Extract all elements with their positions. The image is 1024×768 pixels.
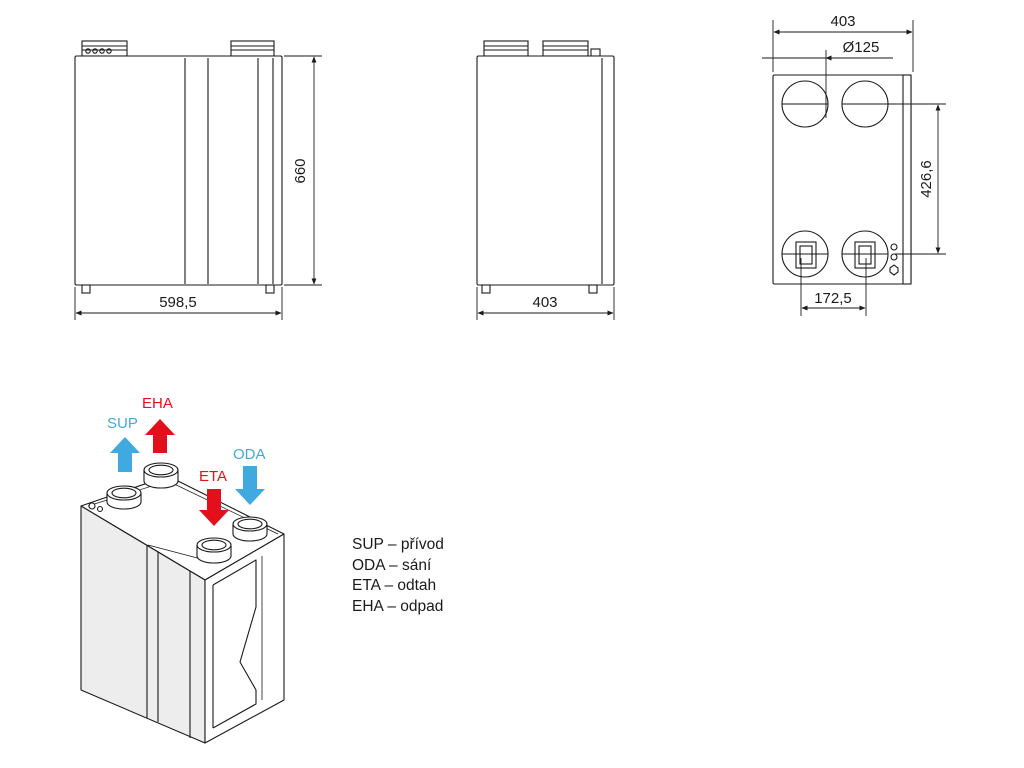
top-width-label: 403 xyxy=(830,13,855,30)
oda-label: ODA xyxy=(233,446,266,463)
top-fitting-hex xyxy=(889,264,899,276)
iso-stub-eha xyxy=(143,462,179,489)
legend-item-eta: ETA – odtah xyxy=(352,577,437,594)
iso-stub-eta xyxy=(196,537,232,564)
legend-item-oda: ODA – sání xyxy=(352,556,432,574)
legend-item-sup: SUP – přívod xyxy=(352,536,444,553)
top-fitting-1 xyxy=(890,243,898,251)
duct-diameter-dimension xyxy=(762,50,893,118)
top-view xyxy=(772,74,912,285)
side-foot-right xyxy=(588,284,598,294)
top-fitting-2 xyxy=(890,253,898,261)
legend-item-eha: EHA – odpad xyxy=(352,597,444,615)
front-height-label: 660 xyxy=(292,158,309,183)
duct-vertical-spacing-label: 426,6 xyxy=(918,160,935,198)
oda-arrow-icon xyxy=(235,466,265,505)
duct-horizontal-spacing-dimension xyxy=(800,258,867,316)
front-foot-right xyxy=(265,284,275,294)
iso-stub-oda xyxy=(232,516,268,542)
top-duct-lower-left xyxy=(781,230,829,278)
front-width-dimension xyxy=(74,287,283,320)
front-view xyxy=(74,40,283,294)
side-view xyxy=(476,40,615,294)
side-width-dimension xyxy=(476,287,615,320)
eta-arrow-icon xyxy=(199,489,229,526)
front-top-stub-right xyxy=(230,40,275,57)
front-height-dimension xyxy=(284,55,322,286)
front-body xyxy=(74,55,283,286)
iso-right-face xyxy=(204,533,285,744)
eha-label: EHA xyxy=(142,395,173,412)
side-valve xyxy=(590,48,601,57)
sup-label: SUP xyxy=(107,415,138,432)
duct-diameter-label: Ø125 xyxy=(843,39,880,56)
side-top-stub-right xyxy=(542,40,589,57)
eta-label: ETA xyxy=(199,468,227,485)
side-top-stub-left xyxy=(483,40,529,57)
front-foot-left xyxy=(81,284,91,294)
isometric-view xyxy=(80,475,285,744)
duct-horizontal-spacing-label: 172,5 xyxy=(814,290,852,307)
front-top-stub-left xyxy=(81,40,128,57)
eha-arrow-icon xyxy=(145,419,175,453)
iso-stub-sup xyxy=(106,485,142,510)
legend: SUP – přívod ODA – sání ETA – odtah EHA … xyxy=(352,535,444,617)
front-width-label: 598,5 xyxy=(159,294,197,311)
side-body xyxy=(476,55,615,286)
top-duct-upper-left xyxy=(781,80,829,128)
duct-vertical-spacing-dimension xyxy=(872,103,946,255)
sup-arrow-icon xyxy=(110,437,140,472)
top-duct-lower-right xyxy=(841,230,889,278)
side-foot-left xyxy=(481,284,491,294)
top-width-dimension xyxy=(772,20,914,72)
side-width-label: 403 xyxy=(532,294,557,311)
